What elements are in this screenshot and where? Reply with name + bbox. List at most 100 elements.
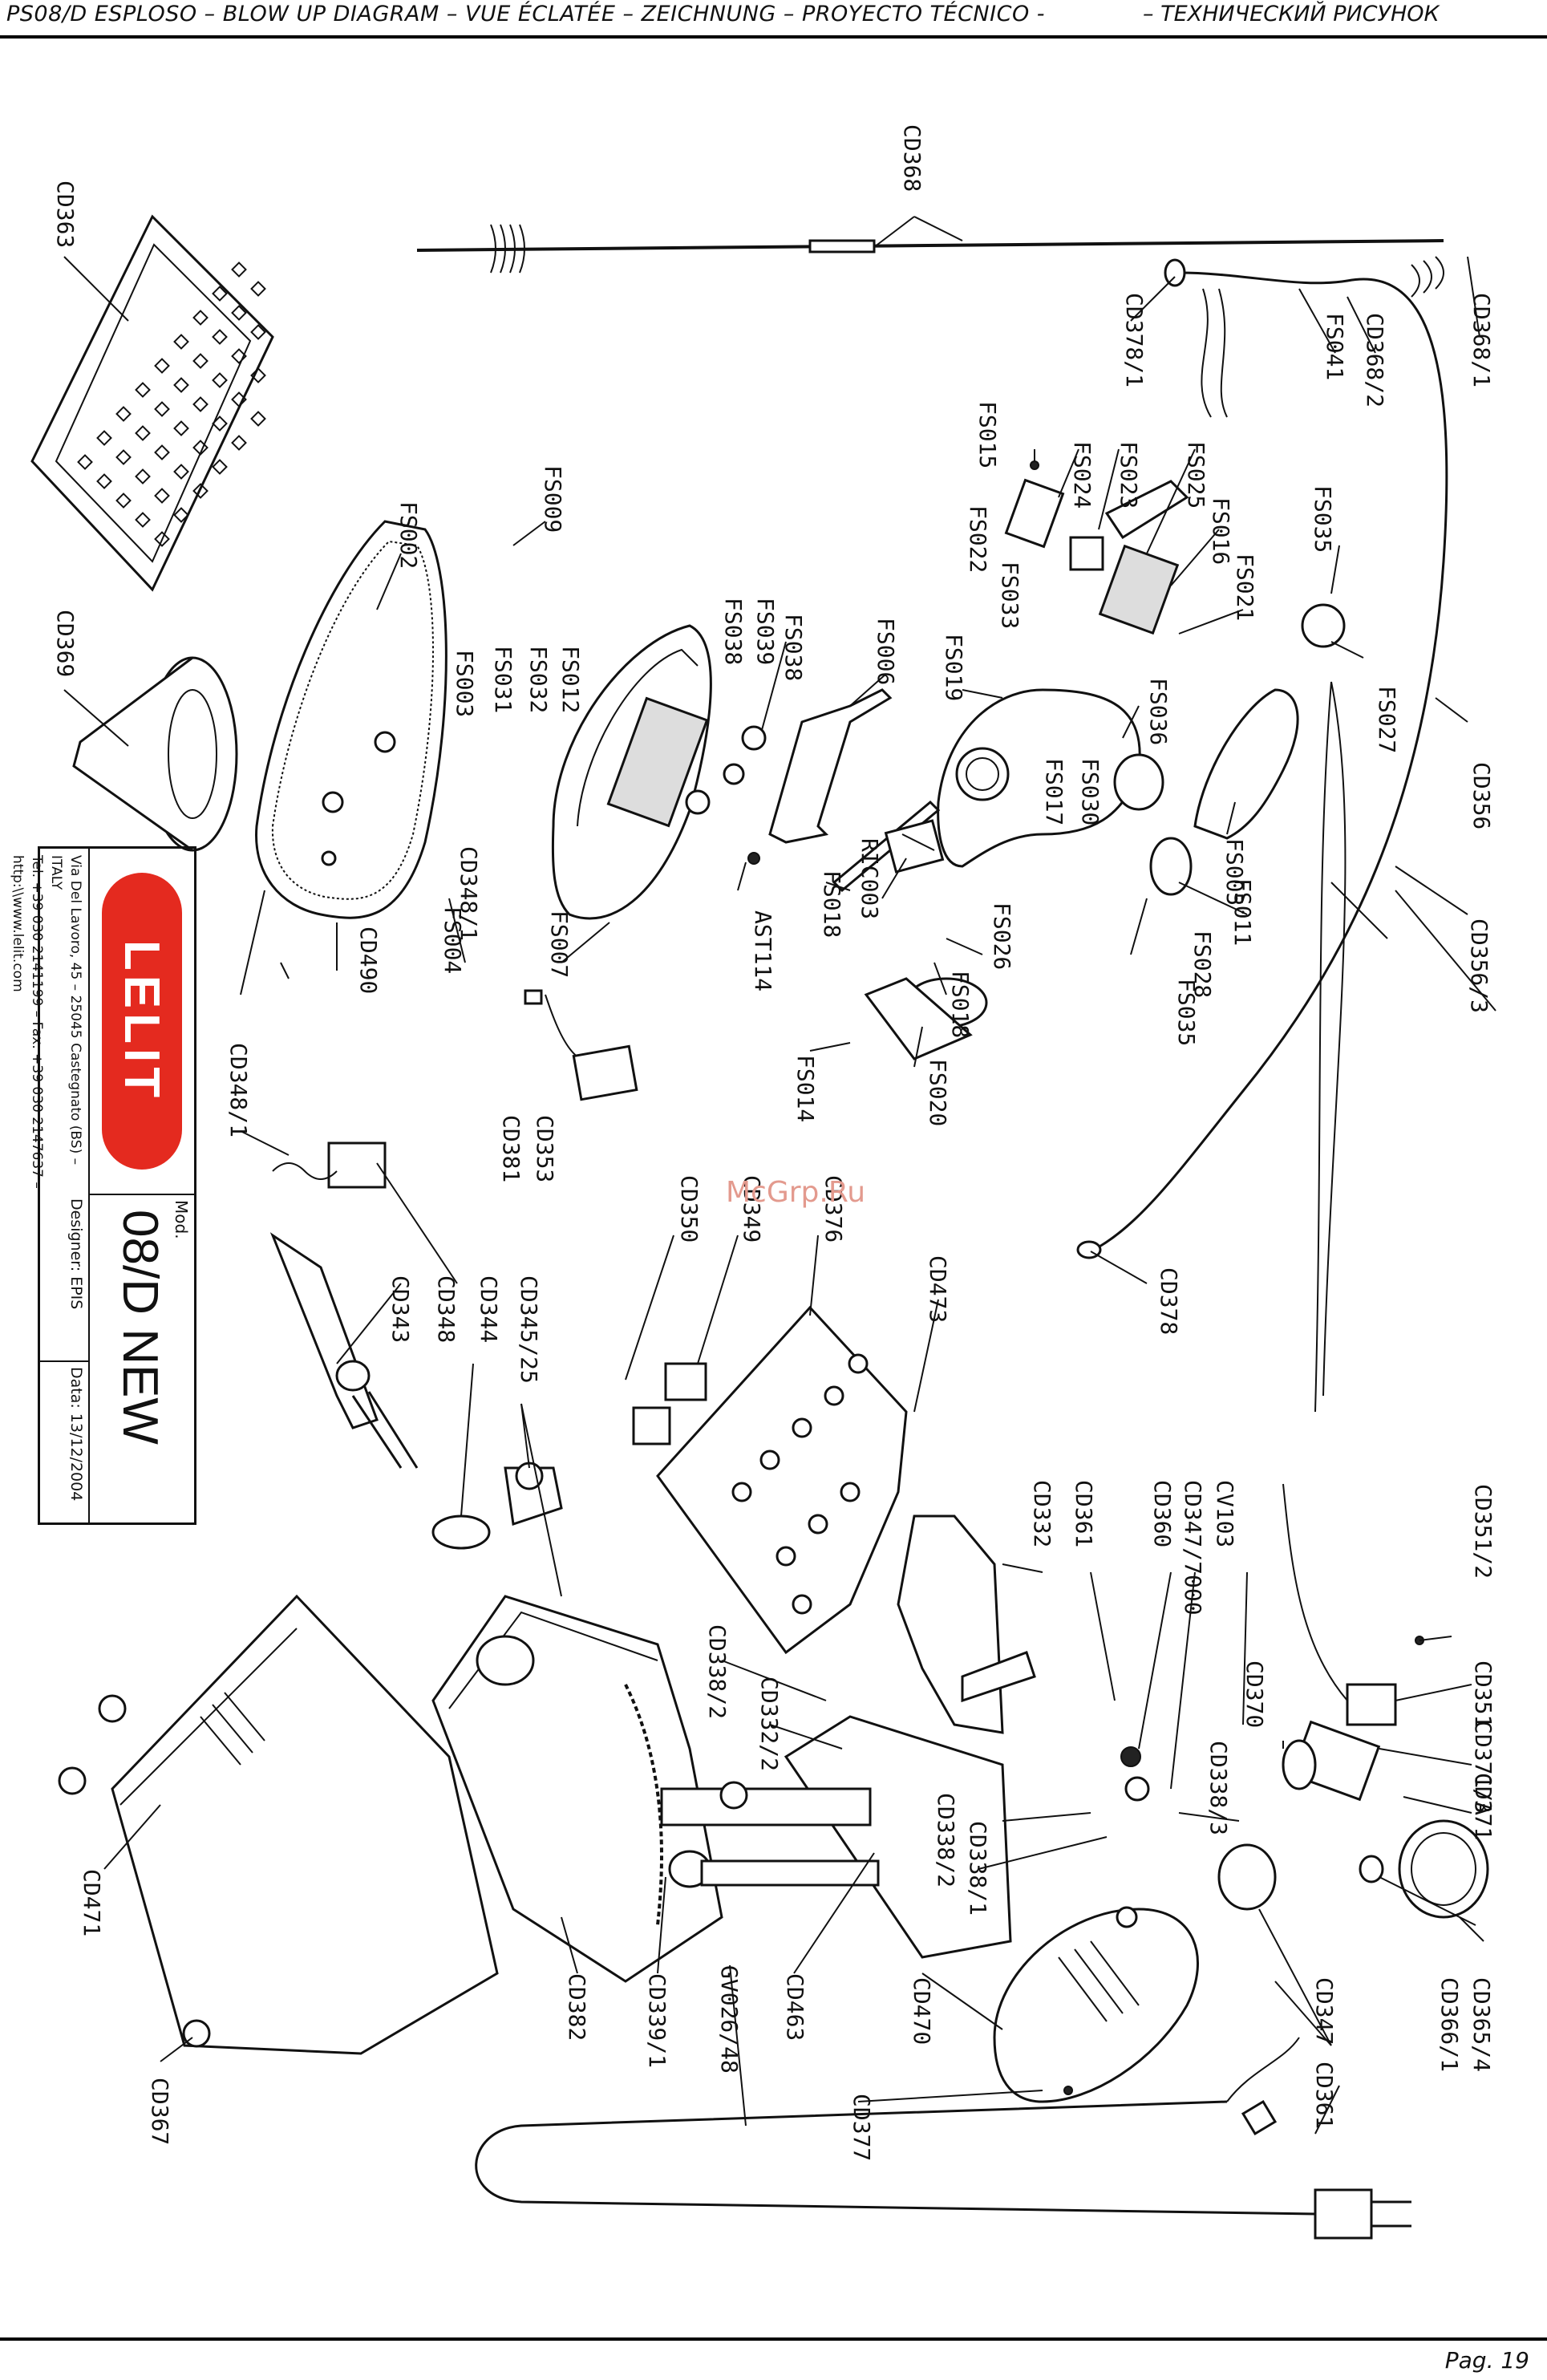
part-label-fs014: FS014 [792,1055,819,1122]
panel-knob [731,1482,752,1502]
part-label-cd349: CD349 [739,1175,765,1243]
part-label-fs022: FS022 [965,505,991,573]
part-label-cv103: CV103 [1212,1480,1238,1547]
part-label-cd382: CD382 [564,1973,590,2041]
part-label-cd367: CD367 [147,2078,173,2145]
part-label-cd339-1: CD339/1 [644,1973,670,2068]
grid-hole [173,464,189,480]
designer: Designer: EPIS [40,1194,90,1362]
grid-hole [192,353,209,369]
part-label-fs018: FS018 [819,870,845,938]
panel-knob [808,1514,828,1535]
header-title: PS08/D ESPLOSO – BLOW UP DIAGRAM – VUE É… [6,2,1046,26]
drip-tray-frame-part [897,1514,1036,1734]
part-label-fs009: FS009 [540,465,566,533]
body-shell-part [58,1594,499,2055]
part-label-fs041: FS041 [1322,313,1348,380]
part-label-cd347-7000: CD347/7000 [1180,1480,1206,1616]
grid-hole [115,493,132,509]
part-label-fs025: FS025 [1183,441,1209,509]
part-label-cd381: CD381 [498,1115,524,1182]
part-label-cd365-4: CD365/4 [1468,1977,1495,2072]
funnel-part [72,656,238,852]
panel-knob [792,1594,812,1615]
grid-hole [231,262,247,278]
grid-hole [135,382,151,398]
grid-hole [192,396,209,412]
part-label-cd368-1: CD368/1 [1468,293,1495,387]
grid-hole [77,454,93,470]
part-label-fs036: FS036 [1145,678,1172,745]
part-label-cd344: CD344 [476,1275,502,1343]
part-label-gv026-48: GV026/48 [716,1965,743,2074]
part-label-cd370: CD370 [1241,1660,1268,1728]
leader-lines [63,216,1496,2135]
valve-group-part [1217,1483,1489,1919]
part-label-fs020: FS020 [925,1059,951,1126]
watermark: McGrp.Ru [726,1176,866,1209]
grid-hole [212,372,228,388]
page-header: PS08/D ESPLOSO – BLOW UP DIAGRAM – VUE É… [0,0,1547,39]
grid-hole [250,367,266,383]
part-label-fs039: FS039 [752,598,779,665]
part-label-fs023: FS023 [1116,441,1142,509]
part-label-fs007: FS007 [546,910,573,978]
panel-knob [840,1482,861,1502]
part-label-fs021: FS021 [1232,553,1258,621]
logo-area: LELIT [88,849,194,1195]
header-title-ru: – ТЕХНИЧЕСКИЙ РИСУНОК [1143,2,1440,26]
part-label-cd473: CD473 [925,1255,951,1323]
grid-hole [192,310,209,326]
address-line: Via Del Lavoro, 45 – 25045 Castegnato (B… [48,855,83,1166]
grid-hole [96,473,112,489]
part-label-cd338-2a: CD338/2 [933,1793,959,1887]
part-label-cd338-3: CD338/3 [1205,1741,1232,1835]
company-address: Via Del Lavoro, 45 – 25045 Castegnato (B… [8,855,85,1192]
panel-knob [848,1353,869,1374]
part-label-cd345-25: CD345/25 [516,1275,542,1384]
part-label-cd348: CD348 [433,1275,460,1343]
steam-wand-part [416,224,1444,298]
part-label-fs031: FS031 [490,646,516,713]
footer-rule [0,2337,1547,2341]
column-part [660,1781,880,1888]
front-panel-part [632,1305,908,1655]
part-label-fs005: FS005 [1221,838,1248,906]
grid-hole [212,416,228,432]
part-label-cd378-1: CD378/1 [1121,293,1148,387]
grid-hole [212,329,228,345]
part-label-fs038b: FS038 [780,614,807,681]
part-label-cd338-2b: CD338/2 [704,1624,731,1719]
part-label-fs006: FS006 [873,618,899,685]
part-label-fs018b: FS018 [947,971,974,1038]
part-label-fs030: FS030 [1077,758,1104,825]
power-cord-part [475,2037,1411,2240]
grid-hole [250,281,266,297]
grid-hole [154,444,170,460]
part-label-fs032: FS032 [525,646,552,713]
part-label-cd363: CD363 [52,180,79,248]
cable-connector-part [524,989,638,1101]
part-label-cd338-1: CD338/1 [965,1821,991,1916]
part-label-fs027: FS027 [1374,686,1400,753]
model-value: 08/D NEW [112,1210,168,1445]
grid-hole [115,406,132,422]
part-label-cd360: CD360 [1149,1480,1176,1547]
part-label-ric003: RIC003 [857,838,883,919]
grid-hole [154,488,170,504]
part-label-fs026: FS026 [989,902,1015,970]
grid-hole [192,440,209,456]
part-label-fs035a: FS035 [1310,485,1336,553]
part-label-fs002: FS002 [395,501,422,569]
part-label-cd368: CD368 [899,124,925,192]
part-label-cd490: CD490 [355,926,382,994]
grid-hole [212,286,228,302]
part-label-cd332: CD332 [1029,1480,1055,1547]
part-label-cd366-1: CD366/1 [1436,1977,1463,2072]
part-label-cd356-3: CD356/3 [1466,918,1492,1013]
grid-hole [250,411,266,427]
part-label-cd470: CD470 [909,1977,935,2045]
part-label-cd350: CD350 [676,1175,703,1243]
part-label-cd348-1a: CD348/1 [456,846,482,941]
